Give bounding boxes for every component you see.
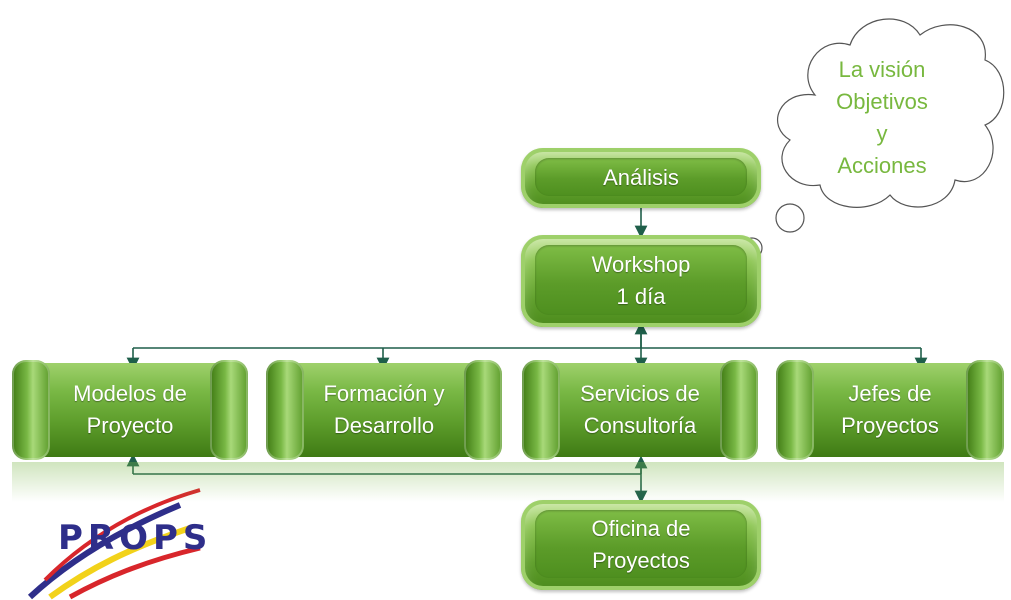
thought-bubble-large <box>775 203 805 233</box>
cloud-text: La visión Objetivos y Acciones <box>836 57 928 178</box>
pillar-servicios: Servicios de Consultoría <box>522 360 758 460</box>
props-logo-text: PROPS <box>58 518 213 558</box>
pillar-reflection <box>12 462 1004 502</box>
workshop-box: Workshop 1 día <box>521 235 761 327</box>
pillar-label: Modelos de Proyecto <box>73 381 187 438</box>
pillar-label: Servicios de Consultoría <box>580 381 700 438</box>
pillar-label: Jefes de Proyectos <box>841 381 939 438</box>
pillar-label: Formación y Desarrollo <box>323 381 445 438</box>
pillar-jefes: Jefes de Proyectos <box>776 360 1004 460</box>
workshop-label: Workshop 1 día <box>591 252 691 309</box>
office-box: Oficina de Proyectos <box>521 500 761 590</box>
props-logo-graphic <box>27 488 201 600</box>
office-label: Oficina de Proyectos <box>591 516 691 573</box>
analysis-box: Análisis <box>521 148 761 208</box>
analysis-label: Análisis <box>603 165 679 190</box>
pillar-modelos: Modelos de Proyecto <box>12 360 248 460</box>
pillar-formacion: Formación y Desarrollo <box>266 360 502 460</box>
